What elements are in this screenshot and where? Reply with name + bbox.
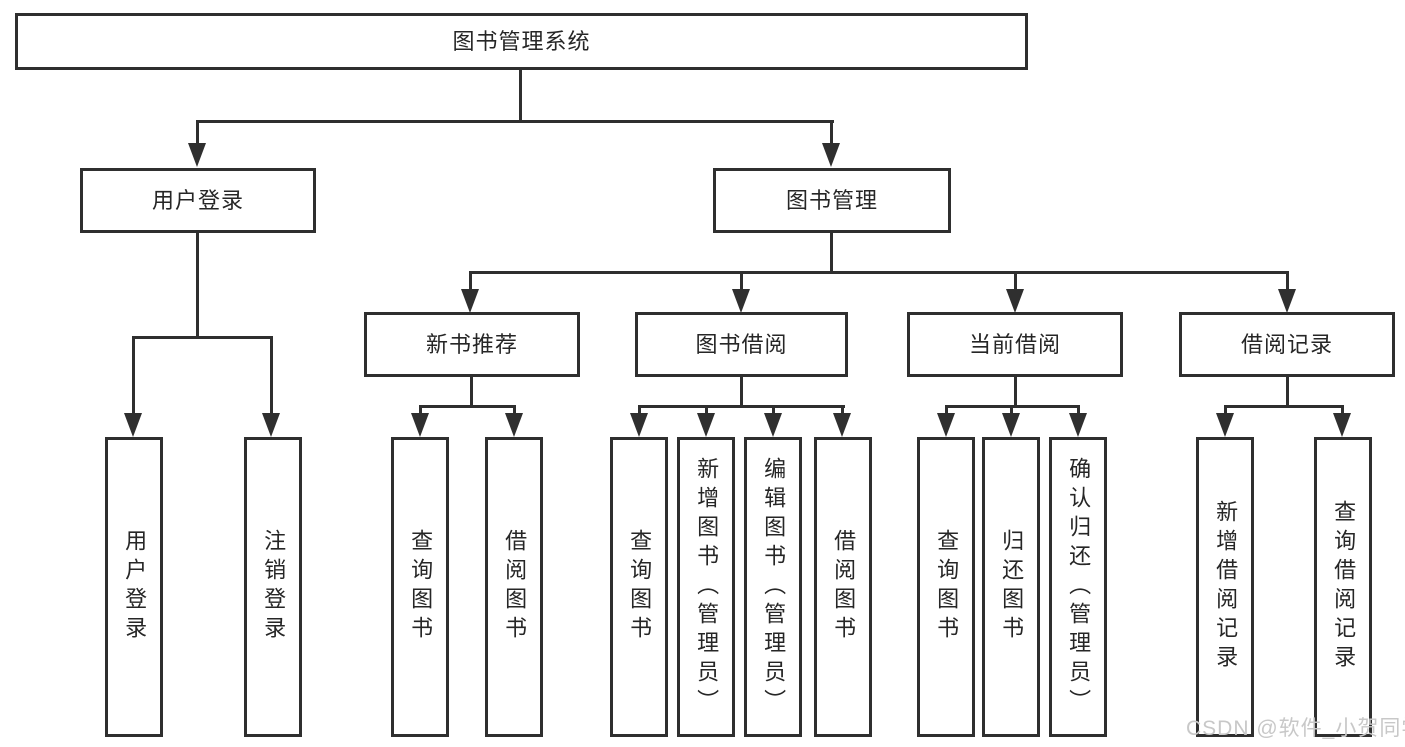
node-query-books-recommend: 查询图书 bbox=[391, 437, 449, 737]
leaf-label: 查询借阅记录 bbox=[1331, 500, 1357, 674]
connector-line bbox=[830, 233, 833, 273]
connector-line bbox=[469, 271, 1289, 274]
node-add-books-admin: 新增图书（管理员） bbox=[677, 437, 735, 737]
arrow-down-icon bbox=[188, 143, 206, 167]
node-root: 图书管理系统 bbox=[15, 13, 1028, 70]
arrow-down-icon bbox=[697, 413, 715, 437]
connector-line bbox=[469, 271, 472, 291]
leaf-label: 新增图书（管理员） bbox=[694, 456, 720, 718]
leaf-label: 归还图书 bbox=[999, 529, 1025, 645]
connector-line bbox=[830, 120, 833, 144]
node-logout-leaf: 注销登录 bbox=[244, 437, 302, 737]
leaf-label: 查询图书 bbox=[627, 529, 653, 645]
node-return-books: 归还图书 bbox=[982, 437, 1040, 737]
leaf-label: 查询图书 bbox=[934, 529, 960, 645]
connector-line bbox=[740, 271, 743, 291]
connector-line bbox=[196, 233, 199, 338]
arrow-down-icon bbox=[262, 413, 280, 437]
arrow-down-icon bbox=[732, 289, 750, 313]
arrow-down-icon bbox=[461, 289, 479, 313]
node-new-book-recommend: 新书推荐 bbox=[364, 312, 580, 377]
node-book-management: 图书管理 bbox=[713, 168, 951, 233]
connector-line bbox=[196, 120, 199, 144]
arrow-down-icon bbox=[124, 413, 142, 437]
connector-line bbox=[841, 405, 844, 416]
connector-line bbox=[513, 405, 516, 416]
leaf-label: 新增借阅记录 bbox=[1213, 500, 1239, 674]
node-edit-books-admin: 编辑图书（管理员） bbox=[744, 437, 802, 737]
leaf-label: 确认归还（管理员） bbox=[1066, 456, 1092, 718]
connector-line bbox=[1286, 377, 1289, 407]
node-user-login-leaf: 用户登录 bbox=[105, 437, 163, 737]
connector-line bbox=[1014, 377, 1017, 407]
node-query-books-current: 查询图书 bbox=[917, 437, 975, 737]
arrow-down-icon bbox=[833, 413, 851, 437]
connector-line bbox=[1077, 405, 1080, 416]
node-query-books-borrowing: 查询图书 bbox=[610, 437, 668, 737]
node-borrow-books-leaf: 借阅图书 bbox=[814, 437, 872, 737]
node-borrowing-records: 借阅记录 bbox=[1179, 312, 1395, 377]
connector-line bbox=[638, 405, 641, 416]
node-user-login: 用户登录 bbox=[80, 168, 316, 233]
connector-line bbox=[705, 405, 708, 416]
leaf-label: 用户登录 bbox=[122, 529, 148, 645]
node-borrow-books-recommend: 借阅图书 bbox=[485, 437, 543, 737]
arrow-down-icon bbox=[937, 413, 955, 437]
node-current-borrowing: 当前借阅 bbox=[907, 312, 1123, 377]
node-confirm-return-admin: 确认归还（管理员） bbox=[1049, 437, 1107, 737]
connector-line bbox=[419, 405, 422, 416]
arrow-down-icon bbox=[1069, 413, 1087, 437]
leaf-label: 借阅图书 bbox=[502, 529, 528, 645]
connector-line bbox=[772, 405, 775, 416]
csdn-watermark: CSDN @软件_小贺同学 bbox=[1186, 717, 1405, 740]
connector-line bbox=[470, 377, 473, 407]
connector-line bbox=[1286, 271, 1289, 291]
arrow-down-icon bbox=[505, 413, 523, 437]
connector-line bbox=[740, 377, 743, 407]
node-add-borrow-record: 新增借阅记录 bbox=[1196, 437, 1254, 737]
connector-line bbox=[1224, 405, 1344, 408]
connector-line bbox=[945, 405, 948, 416]
leaf-label: 借阅图书 bbox=[831, 529, 857, 645]
arrow-down-icon bbox=[1278, 289, 1296, 313]
connector-line bbox=[1224, 405, 1227, 416]
arrow-down-icon bbox=[822, 143, 840, 167]
node-query-borrow-record: 查询借阅记录 bbox=[1314, 437, 1372, 737]
connector-line bbox=[1010, 405, 1013, 416]
leaf-label: 注销登录 bbox=[261, 529, 287, 645]
connector-line bbox=[519, 70, 522, 120]
arrow-down-icon bbox=[1002, 413, 1020, 437]
connector-line bbox=[196, 120, 834, 123]
arrow-down-icon bbox=[764, 413, 782, 437]
arrow-down-icon bbox=[1006, 289, 1024, 313]
arrow-down-icon bbox=[411, 413, 429, 437]
connector-line bbox=[132, 336, 135, 414]
connector-line bbox=[638, 405, 845, 408]
connector-line bbox=[419, 405, 516, 408]
connector-line bbox=[270, 336, 273, 414]
arrow-down-icon bbox=[630, 413, 648, 437]
leaf-label: 编辑图书（管理员） bbox=[761, 456, 787, 718]
connector-line bbox=[132, 336, 273, 339]
arrow-down-icon bbox=[1216, 413, 1234, 437]
connector-line bbox=[1014, 271, 1017, 291]
node-book-borrowing: 图书借阅 bbox=[635, 312, 848, 377]
arrow-down-icon bbox=[1333, 413, 1351, 437]
leaf-label: 查询图书 bbox=[408, 529, 434, 645]
connector-line bbox=[1341, 405, 1344, 416]
